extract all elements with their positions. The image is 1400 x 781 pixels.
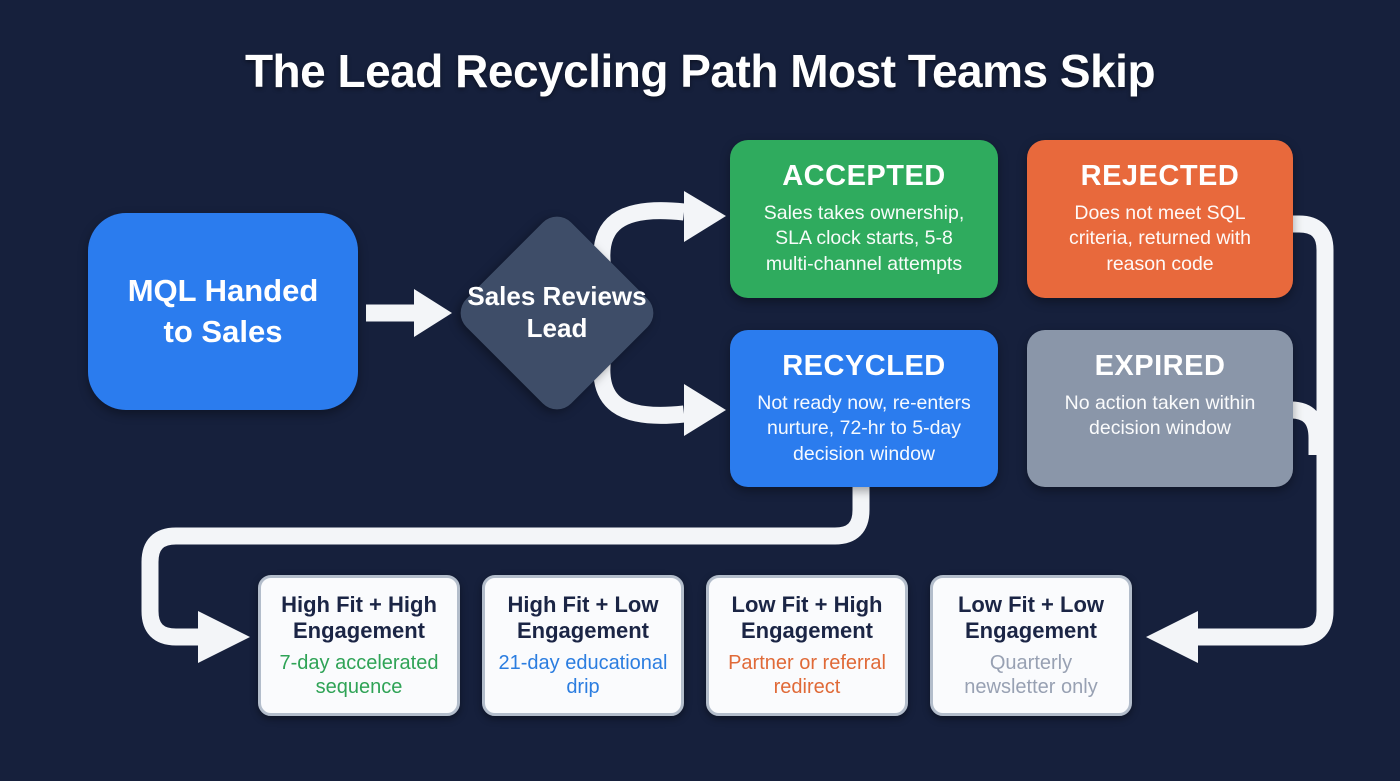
arrow-expired-join (1290, 401, 1326, 455)
segment-action: 7-day accelerated sequence (279, 651, 439, 698)
node-mql-handed-to-sales: MQL Handed to Sales (88, 213, 358, 410)
page-title: The Lead Recycling Path Most Teams Skip (244, 45, 1156, 97)
arrow-recycled-to-segments (141, 486, 870, 646)
segment-action: Quarterly newsletter only (964, 651, 1098, 698)
node-rejected: REJECTED Does not meet SQL criteria, ret… (1027, 140, 1293, 298)
card-low-fit-low-engagement: Low Fit + Low Engagement Quarterly newsl… (930, 575, 1132, 716)
decision-label-text: Sales Reviews Lead (467, 281, 647, 343)
accepted-description: Sales takes ownership, SLA clock starts,… (763, 202, 965, 275)
arrowhead-start (414, 289, 452, 337)
expired-description: No action taken within decision window (1064, 392, 1256, 440)
card-high-fit-high-engagement: High Fit + High Engagement 7-day acceler… (258, 575, 460, 716)
node-accepted: ACCEPTED Sales takes ownership, SLA cloc… (730, 140, 998, 298)
recycled-title: RECYCLED (782, 350, 946, 382)
arrowhead-recycled (684, 384, 726, 436)
segment-title: Low Fit + Low Engagement (957, 592, 1105, 643)
rejected-title: REJECTED (1080, 160, 1240, 192)
segment-title: Low Fit + High Engagement (731, 592, 883, 643)
arrowhead-segments-left (198, 611, 250, 663)
segment-title: High Fit + Low Engagement (507, 592, 659, 643)
expired-title: EXPIRED (1094, 350, 1226, 382)
segment-title: High Fit + High Engagement (281, 592, 437, 643)
start-node-label: MQL Handed to Sales (127, 273, 319, 349)
accepted-title: ACCEPTED (782, 160, 946, 192)
decision-label: Sales Reviews Lead (447, 253, 667, 373)
node-expired: EXPIRED No action taken within decision … (1027, 330, 1293, 487)
card-low-fit-high-engagement: Low Fit + High Engagement Partner or ref… (706, 575, 908, 716)
segment-action: 21-day educational drip (498, 651, 668, 698)
arrowhead-accepted (684, 191, 726, 242)
node-recycled: RECYCLED Not ready now, re-enters nurtur… (730, 330, 998, 487)
rejected-description: Does not meet SQL criteria, returned wit… (1068, 202, 1252, 275)
segment-action: Partner or referral redirect (728, 651, 886, 698)
card-high-fit-low-engagement: High Fit + Low Engagement 21-day educati… (482, 575, 684, 716)
recycled-description: Not ready now, re-enters nurture, 72-hr … (757, 392, 971, 465)
arrowhead-segments-right (1146, 611, 1198, 663)
